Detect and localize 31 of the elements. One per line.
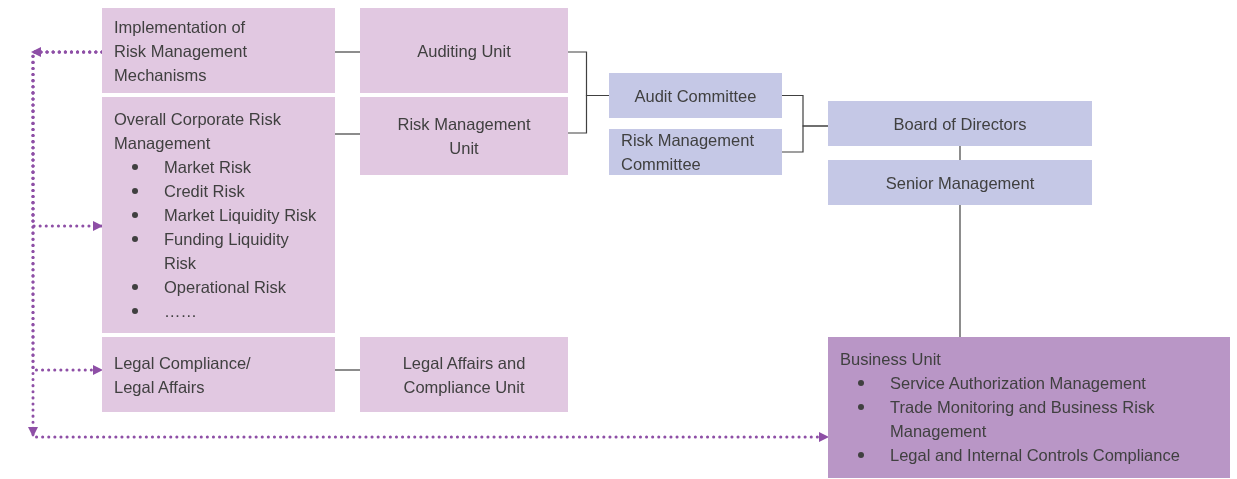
box-label: Board of Directors xyxy=(893,113,1027,135)
bullet-item: Operational Risk xyxy=(164,277,286,298)
list-box xyxy=(102,97,335,333)
box-label: Auditing Unit xyxy=(417,40,511,62)
box-heading: Business Unit xyxy=(840,349,941,370)
bullet-item: Service Authorization Management xyxy=(890,373,1146,394)
bullet-item: Funding Liquidity Risk xyxy=(164,229,290,274)
box-label: Audit Committee xyxy=(634,85,757,107)
box-label: Risk Management Unit xyxy=(396,114,532,159)
box-label: Risk Management Committee xyxy=(621,130,755,175)
bullet-item: …… xyxy=(164,301,197,322)
org-box xyxy=(360,337,568,412)
box-heading: Overall Corporate Risk Management xyxy=(114,109,282,154)
org-box xyxy=(609,129,782,175)
bullet-item: Legal and Internal Controls Compliance xyxy=(890,445,1180,466)
box-label: Legal Affairs and Compliance Unit xyxy=(401,352,527,398)
bullet-item: Credit Risk xyxy=(164,181,245,202)
org-box xyxy=(102,8,335,93)
box-label: Implementation of Risk Management Mechanisms xyxy=(114,16,248,86)
org-box xyxy=(828,160,1092,205)
org-box xyxy=(360,8,568,93)
org-box xyxy=(102,337,335,412)
box-label: Senior Management xyxy=(885,172,1035,194)
bullet-item: Market Liquidity Risk xyxy=(164,205,317,226)
org-box xyxy=(828,101,1092,146)
org-box xyxy=(360,97,568,175)
bullet-item: Market Risk xyxy=(164,157,252,178)
bullet-item: Trade Monitoring and Business Risk Management xyxy=(890,397,1156,442)
box-label: Legal Compliance/ Legal Affairs xyxy=(114,352,252,398)
org-box xyxy=(609,73,782,118)
list-box xyxy=(828,337,1230,478)
